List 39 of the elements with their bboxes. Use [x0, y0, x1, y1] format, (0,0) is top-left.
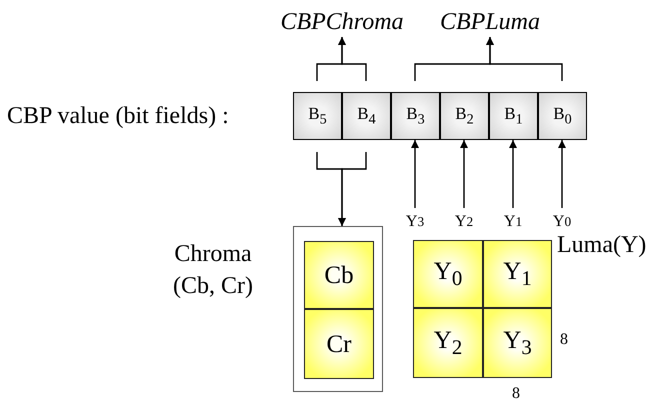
- cell-label: B$_{4}$: [357, 105, 376, 127]
- cell-label: B$_{2}$: [455, 105, 474, 127]
- arrow: [558, 140, 566, 208]
- bit-field-cell: [342, 92, 391, 140]
- cell-label: B$_{3}$: [406, 105, 425, 127]
- arrow: [411, 140, 419, 208]
- block-cell: [413, 240, 483, 308]
- arrow: [338, 37, 367, 81]
- bit-field-cell: [440, 92, 489, 140]
- group-label: Chroma (Cb, Cr): [172, 240, 254, 301]
- chroma-frame: [293, 226, 383, 392]
- dimension-label: 8: [560, 330, 568, 350]
- cell-label: Y$_{3}$: [503, 328, 532, 358]
- cell-label: Y$_{2}$: [434, 328, 462, 358]
- block-cell: [304, 241, 374, 309]
- bit-field-cell: [391, 92, 440, 140]
- bit-field-cell: [538, 92, 587, 140]
- block-cell: [483, 308, 552, 378]
- cell-label: B$_{1}$: [504, 105, 523, 127]
- cell-label: Y$_{0}$: [434, 259, 462, 289]
- arrow: [509, 140, 517, 208]
- field-caption: CBP value (bit fields) :: [7, 102, 229, 131]
- cell-label: B$_{0}$: [553, 105, 572, 127]
- bit-group-label: CBPChroma: [267, 7, 417, 37]
- arrow: [486, 37, 563, 81]
- bit-field-cell: [489, 92, 538, 140]
- arrow: [460, 140, 468, 208]
- cell-label: Cr: [326, 332, 352, 356]
- block-cell: [304, 309, 374, 379]
- block-caption: Luma(Y): [557, 231, 646, 260]
- arrow: [338, 152, 367, 226]
- bit-group-label: CBPLuma: [430, 7, 550, 37]
- cell-label: Y$_{1}$: [503, 259, 532, 289]
- block-cell: [413, 308, 483, 378]
- cell-label: Cb: [324, 262, 354, 288]
- bit-field-cell: [293, 92, 342, 140]
- block-cell: [483, 240, 552, 308]
- dimension-label: 8: [512, 384, 520, 404]
- cell-label: B$_{5}$: [308, 105, 327, 127]
